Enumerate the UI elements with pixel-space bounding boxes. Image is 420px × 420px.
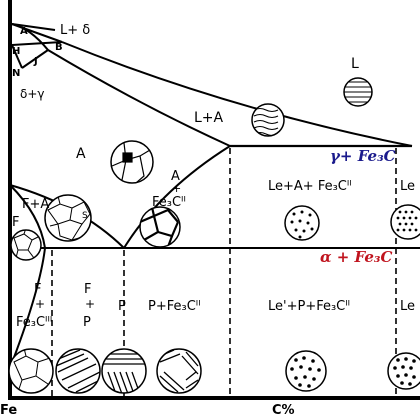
label-l-plus-delta: L+ δ (60, 23, 90, 38)
austenite-microstructure (110, 140, 154, 184)
liquidus-main (61, 41, 413, 147)
label-pearlite: P (118, 299, 126, 314)
region-labels: L+ δ δ+γ L L+A A A + Fe₃Cᴵᴵ Le+A+ Fe₃Cᴵᴵ… (12, 23, 415, 330)
point-a: A (20, 26, 28, 37)
point-s: S (82, 211, 88, 221)
pearlite-microstructure (101, 348, 147, 394)
label-a-fe3c-ii-a: A (171, 169, 180, 184)
ferrite-microstructure (10, 229, 42, 261)
label-a-fe3c-ii-b: Fe₃Cᴵᴵ (152, 195, 186, 210)
line-hjb (11, 41, 63, 46)
alpha-fe3c-annotation: α + Fe₃C (320, 248, 392, 266)
gamma-fe3c-annotation: γ+ Fe₃C (330, 147, 396, 165)
le-prime-microstructure-right (387, 352, 420, 390)
acm-line (123, 145, 231, 249)
le-a-fe3c-microstructure-left (284, 205, 320, 241)
a-fe3c-ii-microstructure (139, 206, 181, 248)
point-j: J (33, 56, 38, 67)
fe3c-iii-microstructure (8, 348, 54, 394)
point-h: H (12, 46, 20, 57)
label-le-prime-p-fe3c: Le'+P+Fe₃Cᴵᴵ (268, 299, 350, 314)
label-f-fe3c-iii-c: Fe₃Cᴵᴵᴵ (16, 315, 52, 330)
label-f-plus-p-f: F (84, 282, 91, 297)
point-n: N (12, 68, 20, 79)
diagram-frame (8, 0, 420, 400)
label-a-fe3c-ii-plus: + (172, 182, 181, 195)
label-le-right-bottom: Le (400, 299, 415, 314)
le-a-fe3c-microstructure-right (390, 204, 420, 240)
label-liquid: L (351, 56, 359, 72)
label-f-plus-a: F+A (22, 197, 49, 212)
point-b: B (55, 42, 63, 53)
solidus-ab (11, 23, 56, 31)
line-jn (21, 49, 49, 69)
label-f-fe3c-iii-plus: + (35, 297, 45, 311)
origin-label: Fe (0, 403, 17, 418)
label-p-fe3c-ii: P+Fe₃Cᴵᴵ (148, 299, 201, 314)
label-le-a-fe3c: Le+A+ Fe₃Cᴵᴵ (268, 179, 352, 194)
label-f-fe3c-iii-f: F (34, 282, 41, 297)
delta-boundary (11, 23, 49, 51)
solidus-je (47, 49, 231, 147)
p-fe3c-ii-microstructure (156, 348, 202, 394)
label-l-plus-a: L+A (194, 110, 224, 126)
f-plus-a-microstructure (44, 194, 92, 242)
solvus-left (9, 184, 47, 369)
x-axis-label: C% (272, 403, 295, 418)
label-le-right: Le (400, 179, 415, 194)
line-hn (11, 44, 23, 69)
le-prime-microstructure (285, 350, 327, 392)
f-plus-p-microstructure (55, 348, 101, 394)
label-austenite: A (76, 146, 86, 162)
label-delta-plus-gamma: δ+γ (20, 87, 45, 101)
label-f-plus-p-plus: + (85, 297, 95, 311)
l-plus-a-microstructure (251, 103, 285, 137)
point-labels: A H B J N S (12, 26, 88, 221)
liquid-microstructure (343, 77, 373, 107)
label-ferrite: F (12, 215, 19, 230)
label-f-plus-p-p: P (83, 315, 91, 330)
